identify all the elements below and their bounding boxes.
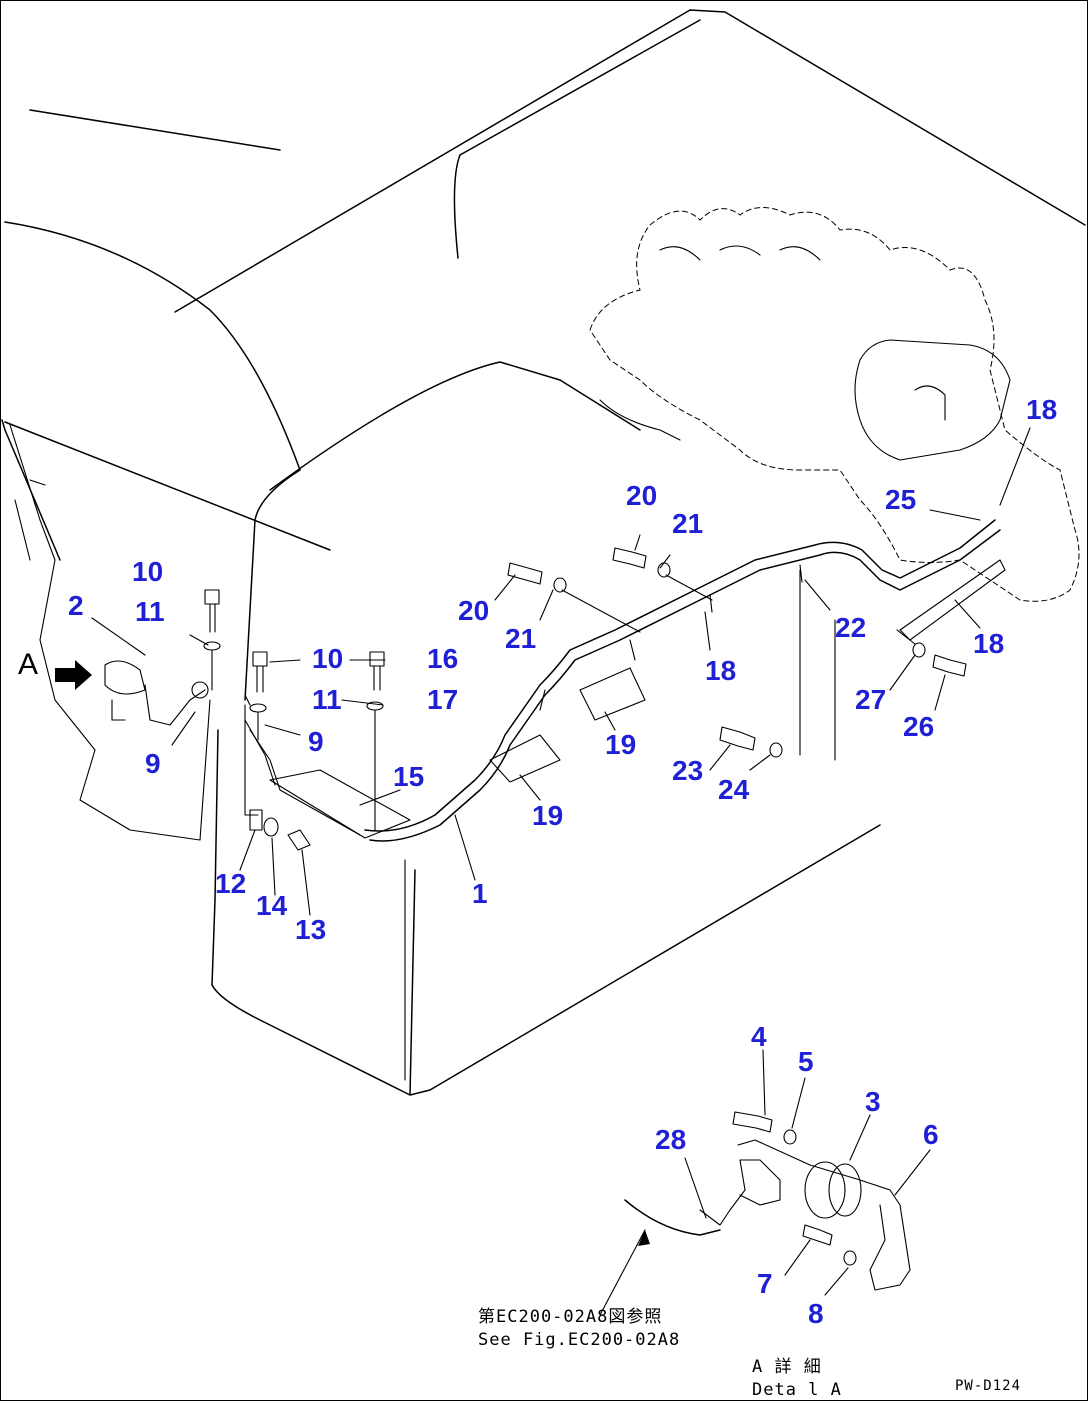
callout-6: 6	[923, 1119, 939, 1150]
callout-20: 20	[626, 480, 658, 511]
callout-19: 19	[532, 800, 564, 831]
callout-7: 7	[757, 1268, 773, 1299]
left-bracket-assembly	[9, 424, 211, 841]
leader-lines	[91, 427, 1031, 1296]
hardware-items	[203, 547, 967, 851]
callout-17: 17	[427, 684, 459, 715]
view-a-arrow	[55, 660, 92, 690]
callout-27: 27	[855, 684, 887, 715]
callout-19: 19	[605, 729, 637, 760]
callout-2: 2	[68, 590, 84, 621]
figure-code: PW-D124	[955, 1378, 1022, 1394]
callout-26: 26	[903, 711, 935, 742]
view-a-label: A	[18, 648, 39, 681]
callout-28: 28	[655, 1124, 687, 1155]
callout-4: 4	[751, 1021, 767, 1052]
detail-note-jp: A 詳 細	[752, 1357, 822, 1377]
reference-note-en: See Fig.EC200-02A8	[478, 1330, 681, 1350]
callout-22: 22	[835, 612, 867, 643]
callout-14: 14	[256, 890, 288, 921]
callout-25: 25	[885, 484, 917, 515]
engine-assembly	[589, 207, 1080, 602]
detail-note-en: Deta l A	[752, 1380, 842, 1400]
callout-9: 9	[145, 748, 161, 779]
callout-1: 1	[472, 878, 488, 909]
main-hose-route	[244, 519, 1006, 842]
callout-11: 11	[135, 596, 165, 627]
callout-18: 18	[705, 655, 737, 686]
callout-9: 9	[308, 726, 324, 757]
machine-body-outline	[1, 9, 1086, 1096]
callout-10: 10	[312, 643, 344, 674]
detail-a-assembly	[599, 1111, 911, 1316]
callout-23: 23	[672, 755, 704, 786]
callout-21: 21	[505, 623, 537, 654]
callout-20: 20	[458, 595, 490, 626]
callout-18: 18	[973, 628, 1005, 659]
reference-note-jp: 第EC200-02A8図参照	[478, 1307, 663, 1327]
callout-12: 12	[215, 868, 247, 899]
callout-24: 24	[718, 774, 750, 805]
callout-21: 21	[672, 508, 704, 539]
callout-3: 3	[865, 1086, 881, 1117]
callout-13: 13	[295, 914, 327, 945]
callout-8: 8	[808, 1298, 824, 1329]
callout-5: 5	[798, 1046, 814, 1077]
callout-15: 15	[393, 761, 425, 792]
callout-18: 18	[1026, 394, 1058, 425]
callout-10: 10	[132, 556, 164, 587]
callout-11: 11	[312, 684, 342, 715]
callout-16: 16	[427, 643, 459, 674]
